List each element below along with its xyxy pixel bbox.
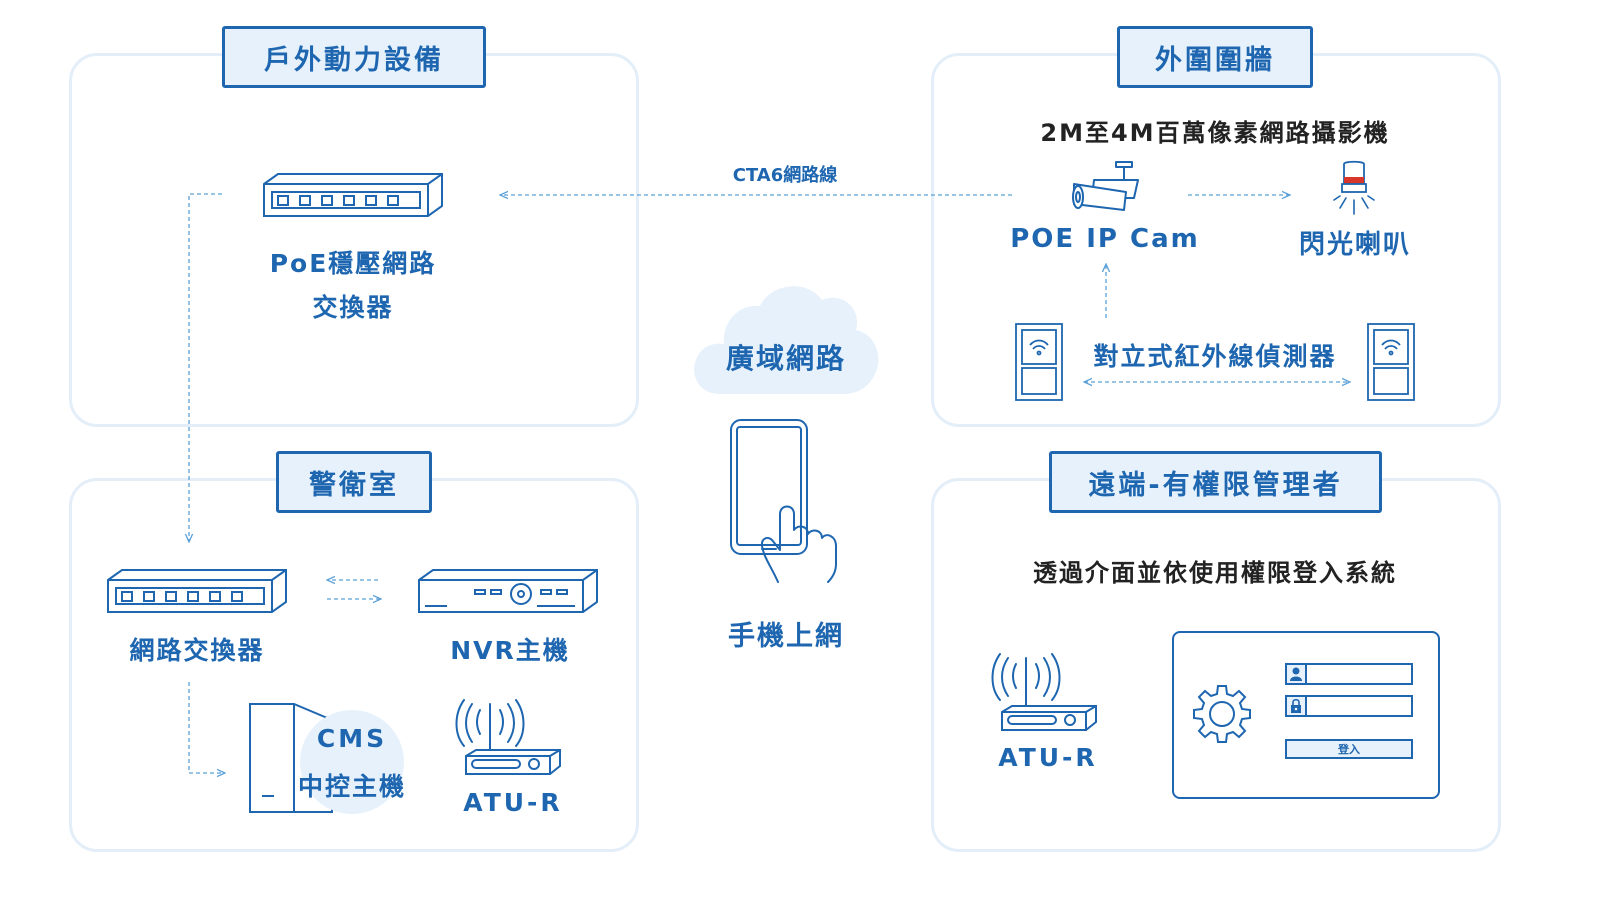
fence-subtitle: 2M至4M百萬像素網路攝影機 xyxy=(1040,119,1390,147)
password-field[interactable] xyxy=(1285,695,1413,717)
camera-icon xyxy=(1072,161,1139,211)
ir-sensor-right-icon xyxy=(1367,323,1415,401)
cloud-icon xyxy=(694,286,879,394)
remote-atu-label: ATU-R xyxy=(998,743,1098,772)
gear-icon xyxy=(1193,685,1251,743)
panel-guard xyxy=(69,478,639,852)
poe-switch-label-2: 交換器 xyxy=(312,293,394,322)
remote-router-icon xyxy=(991,653,1097,731)
siren-icon xyxy=(1333,160,1375,215)
guard-switch-label: 網路交換器 xyxy=(129,636,265,665)
poe-guard-line xyxy=(189,193,222,542)
cms-label-2: 中控主機 xyxy=(297,772,406,801)
nvr-label: NVR主機 xyxy=(450,636,570,665)
remote-subtitle: 透過介面並依使用權限登入系統 xyxy=(1033,559,1397,587)
cta6-cable-label: CTA6網路線 xyxy=(732,165,838,186)
fence-title: 外圍圍牆 xyxy=(1117,26,1313,88)
phone-label: 手機上網 xyxy=(728,621,844,652)
wan-label: 廣域網路 xyxy=(725,342,846,375)
cms-badge xyxy=(300,710,404,814)
switch-cms-line xyxy=(188,682,225,773)
camera-label: POE IP Cam xyxy=(1010,224,1200,254)
ir-sensor-label: 對立式紅外線偵測器 xyxy=(1093,342,1337,371)
phone-icon xyxy=(730,419,837,583)
guard-atu-label: ATU-R xyxy=(463,788,563,817)
outdoor-title: 戶外動力設備 xyxy=(222,26,486,88)
guard-switch-icon xyxy=(107,569,287,613)
guard-router-icon xyxy=(455,699,561,775)
panel-outdoor xyxy=(69,53,639,427)
login-button[interactable]: 登入 xyxy=(1285,739,1413,759)
siren-label: 閃光喇叭 xyxy=(1298,230,1411,260)
username-field[interactable] xyxy=(1285,663,1413,685)
ir-sensor-left-icon xyxy=(1015,323,1063,401)
nvr-icon xyxy=(418,569,598,613)
guard-title: 警衛室 xyxy=(276,451,432,513)
cms-label-1: CMS xyxy=(316,724,388,753)
poe-switch-label-1: PoE穩壓網路 xyxy=(269,249,437,278)
remote-title: 遠端-有權限管理者 xyxy=(1049,451,1382,513)
user-icon xyxy=(1287,665,1307,683)
switch-icon xyxy=(263,173,443,217)
lock-icon xyxy=(1287,697,1307,715)
